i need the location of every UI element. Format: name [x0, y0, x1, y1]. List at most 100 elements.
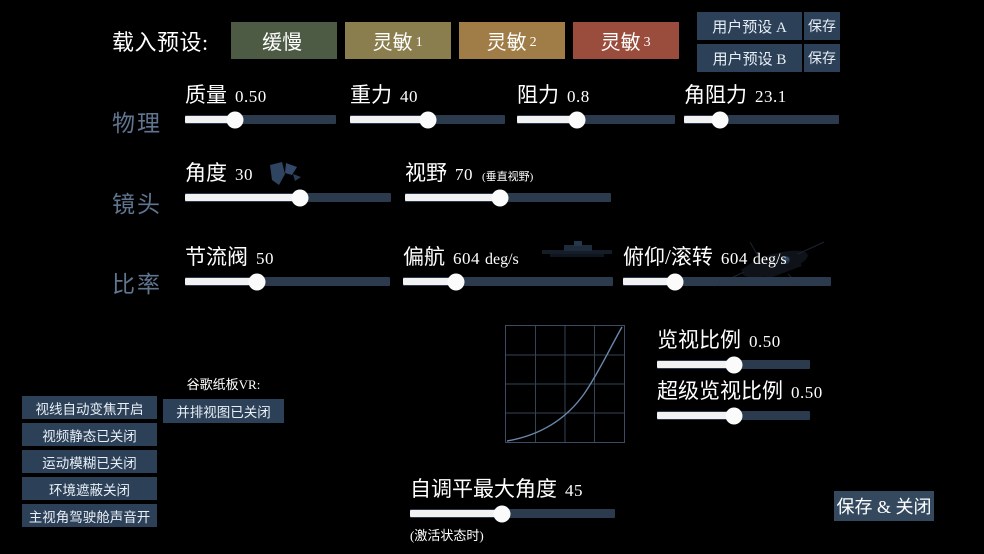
- slider-pitch-roll-caption: 俯仰/滚转 604 deg/s: [623, 247, 831, 268]
- user-preset-row-b: 用户预设 B 保存: [697, 44, 840, 72]
- slider-throttle-value: 50: [256, 249, 274, 268]
- slider-mass-caption: 质量 0.50: [185, 85, 336, 106]
- slider-super-expo-knob[interactable]: [725, 407, 742, 424]
- slider-throttle-label: 节流阀: [185, 245, 248, 269]
- slider-expo-caption: 览视比例 0.50: [657, 330, 810, 351]
- slider-angle-label: 角度: [185, 161, 227, 185]
- toggle-ambient-occlusion[interactable]: 环境遮蔽关闭: [22, 477, 157, 500]
- slider-self-level-note: (激活状态时): [410, 528, 484, 543]
- slider-gravity-track[interactable]: [350, 111, 505, 128]
- slider-pitch-roll-knob[interactable]: [666, 273, 684, 290]
- slider-yaw-knob[interactable]: [447, 273, 464, 290]
- slider-yaw-unit: deg/s: [485, 251, 519, 268]
- slider-super-expo-value: 0.50: [791, 383, 823, 402]
- toggle-motion-blur[interactable]: 运动模糊已关闭: [22, 450, 157, 473]
- slider-yaw-caption: 偏航 604 deg/s: [403, 247, 613, 268]
- cardboard-vr-title: 谷歌纸板VR:: [186, 377, 261, 392]
- slider-angle-track[interactable]: [185, 189, 391, 206]
- slider-self-level-caption: 自调平最大角度 45: [410, 479, 615, 500]
- slider-mass-track[interactable]: [185, 111, 336, 128]
- toggle-auto-zoom[interactable]: 视线自动变焦开启: [22, 396, 157, 419]
- slider-angle-fill: [185, 194, 301, 201]
- slider-throttle-fill: [185, 278, 257, 285]
- expo-curve-graph: [505, 325, 625, 443]
- slider-self-level-label: 自调平最大角度: [410, 477, 557, 501]
- user-preset-b-save-button[interactable]: 保存: [804, 44, 840, 72]
- slider-fov-label: 视野: [405, 161, 447, 185]
- slider-angle-knob[interactable]: [291, 189, 309, 206]
- slider-pitch-roll-fill: [623, 278, 675, 285]
- slider-fov-knob[interactable]: [491, 189, 509, 206]
- slider-throttle-knob[interactable]: [248, 273, 266, 290]
- slider-fov-value: 70: [455, 165, 473, 184]
- slider-angular-drag-knob[interactable]: [711, 111, 729, 128]
- slider-expo-label: 览视比例: [657, 328, 741, 352]
- slider-fov-fill: [405, 194, 500, 201]
- slider-expo-fill: [657, 361, 734, 368]
- slider-fov-track[interactable]: [405, 189, 611, 206]
- slider-drag-track[interactable]: [517, 111, 675, 128]
- slider-angular-drag-value: 23.1: [755, 87, 787, 106]
- preset-button-agile-3-sub: 3: [643, 34, 651, 50]
- slider-mass-label: 质量: [185, 83, 227, 107]
- slider-gravity-fill: [350, 116, 428, 123]
- slider-yaw-value: 604: [453, 249, 480, 268]
- slider-drag-knob[interactable]: [568, 111, 586, 128]
- slider-mass-knob[interactable]: [226, 111, 244, 128]
- section-label-rates: 比率: [112, 272, 162, 297]
- user-preset-b-button[interactable]: 用户预设 B: [697, 44, 802, 72]
- slider-throttle-track[interactable]: [185, 273, 390, 290]
- slider-pitch-roll-label: 俯仰/滚转: [623, 245, 713, 269]
- slider-throttle-caption: 节流阀 50: [185, 247, 390, 268]
- section-label-camera: 镜头: [112, 192, 162, 217]
- slider-self-level: 自调平最大角度 45 (激活状态时): [410, 479, 615, 544]
- slider-mass: 质量 0.50: [185, 85, 336, 128]
- slider-drag-fill: [517, 116, 578, 123]
- slider-expo-track[interactable]: [657, 356, 810, 373]
- curve-gridlines: [506, 326, 624, 442]
- preset-button-agile-1-sub: 1: [415, 34, 423, 50]
- slider-self-level-fill: [410, 510, 503, 517]
- slider-fov-note: (垂直视野): [482, 171, 534, 183]
- slider-yaw-track[interactable]: [403, 273, 613, 290]
- slider-pitch-roll-track[interactable]: [623, 273, 831, 290]
- slider-self-level-knob[interactable]: [493, 505, 511, 522]
- cardboard-vr-block: 谷歌纸板VR: 并排视图已关闭: [163, 374, 284, 423]
- slider-fov: 视野 70 (垂直视野): [405, 161, 611, 206]
- slider-yaw: 偏航 604 deg/s: [403, 247, 613, 290]
- slider-drag-value: 0.8: [567, 87, 590, 106]
- user-preset-a-button[interactable]: 用户预设 A: [697, 12, 802, 40]
- section-label-physics: 物理: [112, 111, 162, 136]
- toggle-video-static[interactable]: 视频静态已关闭: [22, 423, 157, 446]
- toggle-fpv-cockpit-sound[interactable]: 主视角驾驶舱声音开: [22, 504, 157, 527]
- cardboard-vr-sbs-toggle[interactable]: 并排视图已关闭: [163, 399, 284, 423]
- slider-self-level-value: 45: [565, 481, 583, 500]
- preset-button-agile-3-label: 灵敏: [600, 32, 641, 54]
- preset-button-agile-2-label: 灵敏: [486, 32, 527, 54]
- slider-angular-drag: 角阻力 23.1: [684, 85, 839, 128]
- slider-self-level-track[interactable]: [410, 505, 615, 522]
- expo-curve-svg: [506, 326, 624, 442]
- slider-expo-knob[interactable]: [725, 356, 742, 373]
- preset-button-agile-2-sub: 2: [529, 34, 537, 50]
- preset-button-slow[interactable]: 缓慢: [230, 22, 337, 59]
- load-preset-label: 载入预设:: [112, 29, 209, 55]
- slider-super-expo-track[interactable]: [657, 407, 810, 424]
- slider-gravity-knob[interactable]: [419, 111, 436, 128]
- slider-yaw-fill: [403, 278, 456, 285]
- slider-drag-caption: 阻力 0.8: [517, 85, 675, 106]
- slider-gravity-value: 40: [400, 87, 418, 106]
- slider-pitch-roll: 俯仰/滚转 604 deg/s: [623, 247, 831, 290]
- slider-super-expo-fill: [657, 412, 734, 419]
- slider-angular-drag-track[interactable]: [684, 111, 839, 128]
- save-and-close-button[interactable]: 保存 & 关闭: [834, 491, 934, 521]
- slider-gravity-caption: 重力 40: [350, 85, 505, 106]
- user-preset-a-save-button[interactable]: 保存: [804, 12, 840, 40]
- slider-angle-value: 30: [235, 165, 253, 184]
- slider-angle-caption: 角度 30: [185, 163, 391, 184]
